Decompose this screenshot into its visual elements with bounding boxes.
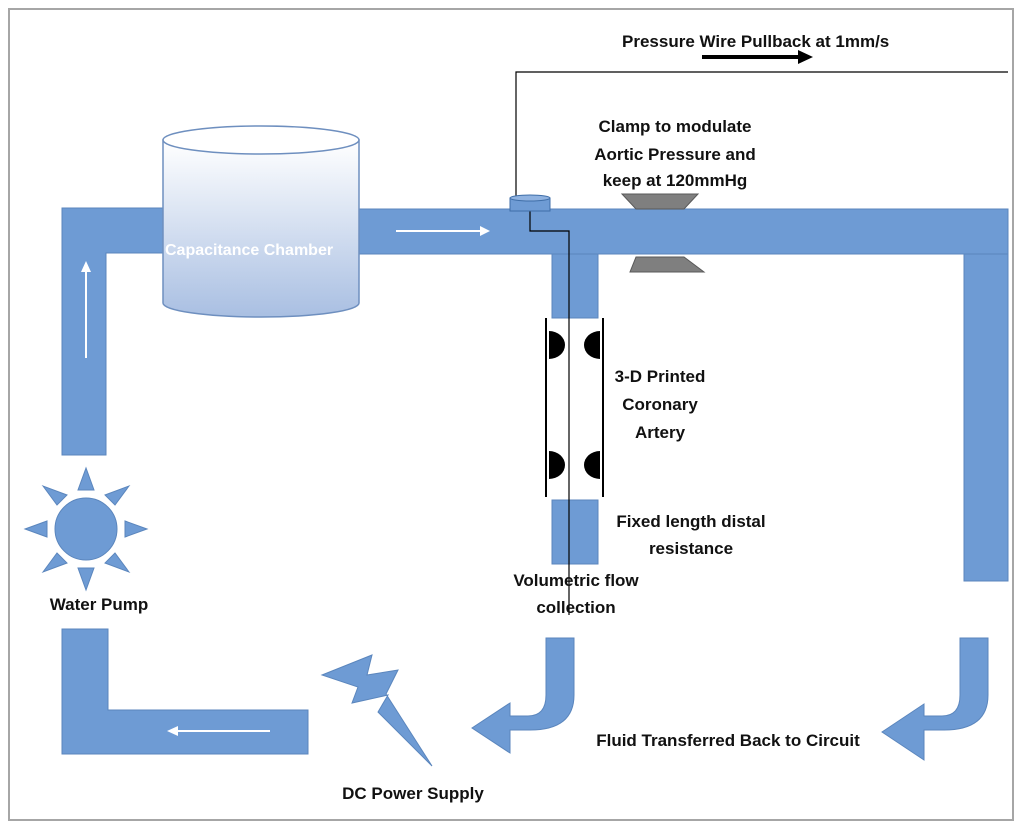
pressure-wire	[515, 71, 1008, 200]
return-curved-arrow-middle	[471, 637, 575, 754]
pressure-wire-label: Pressure Wire Pullback at 1mm/s	[622, 32, 889, 51]
wire-connector	[509, 194, 551, 212]
flow-arrow-left	[167, 726, 270, 736]
lightning-bolt-icon	[320, 654, 433, 767]
artery-label-line3: Artery	[635, 423, 686, 442]
pump-outlet-pipe	[61, 628, 309, 755]
flow-arrow-right	[396, 226, 490, 236]
flow-collection-label-line2: collection	[536, 598, 615, 617]
flow-collection-label-line1: Volumetric flow	[513, 571, 639, 590]
return-curved-arrow-right	[881, 637, 989, 761]
coronary-artery-tube	[545, 318, 604, 497]
capacitance-chamber-label: Capacitance Chamber	[165, 242, 333, 259]
flow-arrow-up	[81, 261, 91, 358]
water-pump-label: Water Pump	[50, 595, 149, 614]
dc-power-label: DC Power Supply	[342, 784, 484, 803]
clamp	[620, 193, 706, 273]
artery-label-line2: Coronary	[622, 395, 698, 414]
clamp-label-line3: keep at 120mmHg	[603, 171, 748, 190]
left-return-pipe	[61, 207, 166, 456]
pullback-arrow	[702, 50, 813, 64]
sun-icon	[23, 466, 149, 592]
distal-resistance-label-line1: Fixed length distal	[616, 512, 765, 531]
clamp-label-line2: Aortic Pressure and	[594, 145, 756, 164]
stenosis-markers	[549, 331, 600, 479]
pressure-wire-inner	[529, 205, 570, 615]
right-pipe	[963, 253, 1009, 582]
capacitance-chamber	[162, 125, 360, 318]
coronary-inlet-pipe	[551, 253, 599, 319]
fluid-back-label: Fluid Transferred Back to Circuit	[596, 731, 860, 750]
artery-label-line1: 3-D Printed	[615, 367, 706, 386]
distal-resistance-label-line2: resistance	[649, 539, 733, 558]
figure-frame	[8, 8, 1014, 821]
clamp-label-line1: Clamp to modulate	[598, 117, 751, 136]
distal-resistance-pipe	[551, 499, 599, 565]
